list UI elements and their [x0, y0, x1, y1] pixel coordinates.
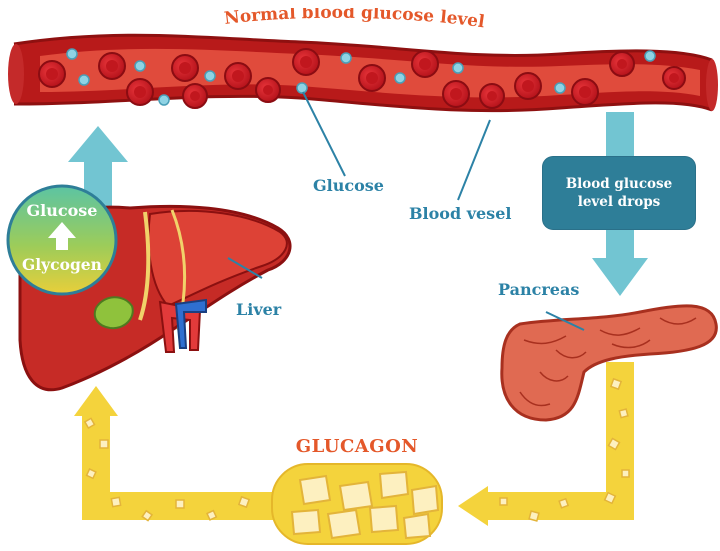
red-blood-cell [358, 64, 386, 92]
circle-glycogen-label: Glycogen [22, 255, 102, 274]
blood-cells [38, 48, 686, 109]
red-blood-cell [38, 60, 66, 88]
red-blood-cell [571, 78, 599, 106]
liver-pointer-line [227, 257, 263, 279]
red-blood-cell [126, 78, 154, 106]
glucose-dot [554, 82, 566, 94]
glucose-dot [204, 70, 216, 82]
pancreas-illustration [500, 304, 718, 422]
glucose-dot [66, 48, 78, 60]
red-blood-cell [292, 48, 320, 76]
red-blood-cell [479, 83, 505, 109]
red-blood-cell [609, 51, 635, 77]
arrow-up-white-icon [48, 222, 76, 250]
circle-glucose-label: Glucose [26, 201, 98, 220]
blood-glucose-drops-box: Blood glucose level drops [543, 157, 695, 229]
pancreas-pointer-line [545, 311, 585, 331]
red-blood-cell [662, 66, 686, 90]
red-blood-cell [224, 62, 252, 90]
title-text: Normal blood glucose level [223, 8, 486, 32]
glucose-dot [644, 50, 656, 62]
red-blood-cell [514, 72, 542, 100]
liver-label: Liver [236, 300, 282, 319]
red-blood-cell [182, 83, 208, 109]
pancreas-label: Pancreas [498, 280, 580, 299]
glucose-dot [394, 72, 406, 84]
glucose-molecules [66, 48, 656, 106]
red-blood-cell [98, 52, 126, 80]
glycogen-conversion-circle [6, 184, 118, 296]
red-blood-cell [411, 50, 439, 78]
glucose-dot [340, 52, 352, 64]
glucose-dot [78, 74, 90, 86]
svg-text:Normal blood glucose level: Normal blood glucose level [223, 8, 486, 32]
glucose-pointer-line [302, 91, 346, 177]
diagram-title: Normal blood glucose level [0, 8, 720, 38]
glucose-dot [296, 82, 308, 94]
vessel-pointer-line [457, 119, 491, 201]
glucagon-pathway [74, 362, 634, 545]
red-blood-cell [171, 54, 199, 82]
glucose-dot [158, 94, 170, 106]
drops-text: Blood glucose level drops [565, 175, 673, 210]
red-blood-cell [442, 80, 470, 108]
glucose-dot [134, 60, 146, 72]
title-svg: Normal blood glucose level [223, 8, 486, 32]
red-blood-cell [255, 77, 281, 103]
glucose-label: Glucose [313, 176, 384, 195]
glucose-dot [452, 62, 464, 74]
glucagon-label: GLUCAGON [295, 436, 419, 457]
blood-vessel-label: Blood vesel [409, 204, 512, 223]
arrow-down-icon [592, 112, 648, 296]
